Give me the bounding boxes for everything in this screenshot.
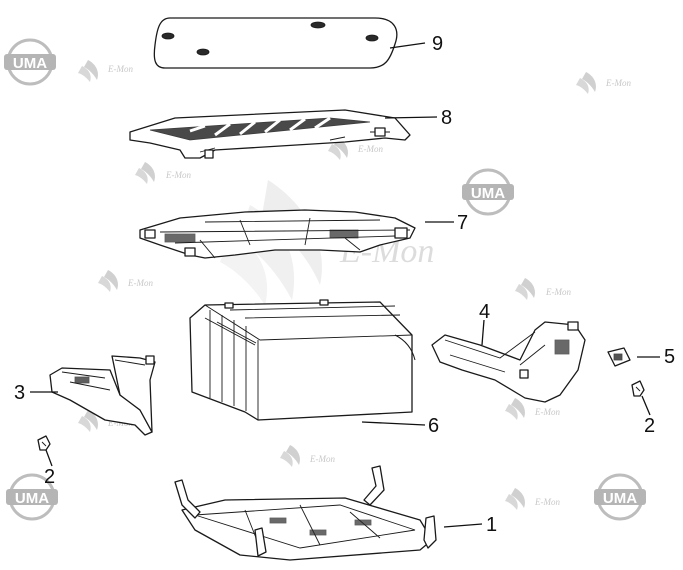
part-6-battery-block bbox=[189, 299, 416, 421]
brand-watermark-text: E-Mon bbox=[165, 170, 191, 180]
callout-2-right: 2 bbox=[644, 415, 655, 437]
leader-1 bbox=[443, 523, 483, 528]
brand-watermark-text: E-Mon bbox=[309, 454, 335, 464]
callout-6: 6 bbox=[428, 415, 439, 437]
callout-7: 7 bbox=[457, 212, 468, 234]
brand-watermark-text: E-Mon bbox=[127, 278, 153, 288]
watermark-layer: E-Mon UMA UMA UMA UMA E-Mon E-Mon bbox=[4, 38, 646, 521]
leader-2-right bbox=[641, 395, 651, 416]
part-4-right-cover bbox=[431, 321, 586, 403]
uma-logo-watermark: UMA bbox=[462, 168, 514, 216]
leader-lines bbox=[30, 42, 660, 528]
leader-2-left bbox=[45, 449, 53, 467]
callout-2-left: 2 bbox=[44, 466, 55, 488]
leader-6 bbox=[361, 421, 426, 426]
uma-logo-text: UMA bbox=[15, 490, 49, 507]
part-9-top-pad bbox=[153, 17, 398, 69]
callout-3: 3 bbox=[14, 382, 25, 404]
brand-watermark-text: E-Mon bbox=[534, 497, 560, 507]
brand-watermark-text: E-Mon bbox=[357, 144, 383, 154]
brand-watermark-text: E-Mon bbox=[605, 78, 631, 88]
part-2-clip-left bbox=[37, 435, 51, 451]
callout-5: 5 bbox=[664, 346, 675, 368]
callout-9: 9 bbox=[432, 33, 443, 55]
leader-9 bbox=[389, 42, 426, 49]
part-3-left-cover bbox=[49, 355, 156, 436]
brand-watermark-text: E-Mon bbox=[534, 407, 560, 417]
leader-8 bbox=[384, 116, 438, 119]
callout-1: 1 bbox=[486, 514, 497, 536]
uma-logo-text: UMA bbox=[471, 185, 505, 202]
uma-logo-watermark: UMA bbox=[4, 38, 56, 86]
part-2-clip-right bbox=[631, 380, 645, 397]
uma-logo-watermark: UMA bbox=[6, 473, 58, 521]
callout-labels: 9 8 7 4 5 3 6 2 2 1 bbox=[14, 33, 675, 536]
brand-watermark-text: E-Mon bbox=[107, 64, 133, 74]
part-5-bracket bbox=[607, 347, 631, 367]
part-1-bottom-tray bbox=[174, 465, 437, 561]
leader-4 bbox=[481, 319, 485, 346]
brand-watermark-text: E-Mon bbox=[545, 287, 571, 297]
callout-4: 4 bbox=[479, 301, 490, 323]
part-8-top-cover bbox=[129, 109, 411, 159]
uma-logo-watermark: UMA bbox=[594, 473, 646, 521]
uma-logo-text: UMA bbox=[13, 55, 47, 72]
callout-8: 8 bbox=[441, 107, 452, 129]
part-7-battery-frame bbox=[139, 209, 416, 259]
uma-logo-text: UMA bbox=[603, 490, 637, 507]
